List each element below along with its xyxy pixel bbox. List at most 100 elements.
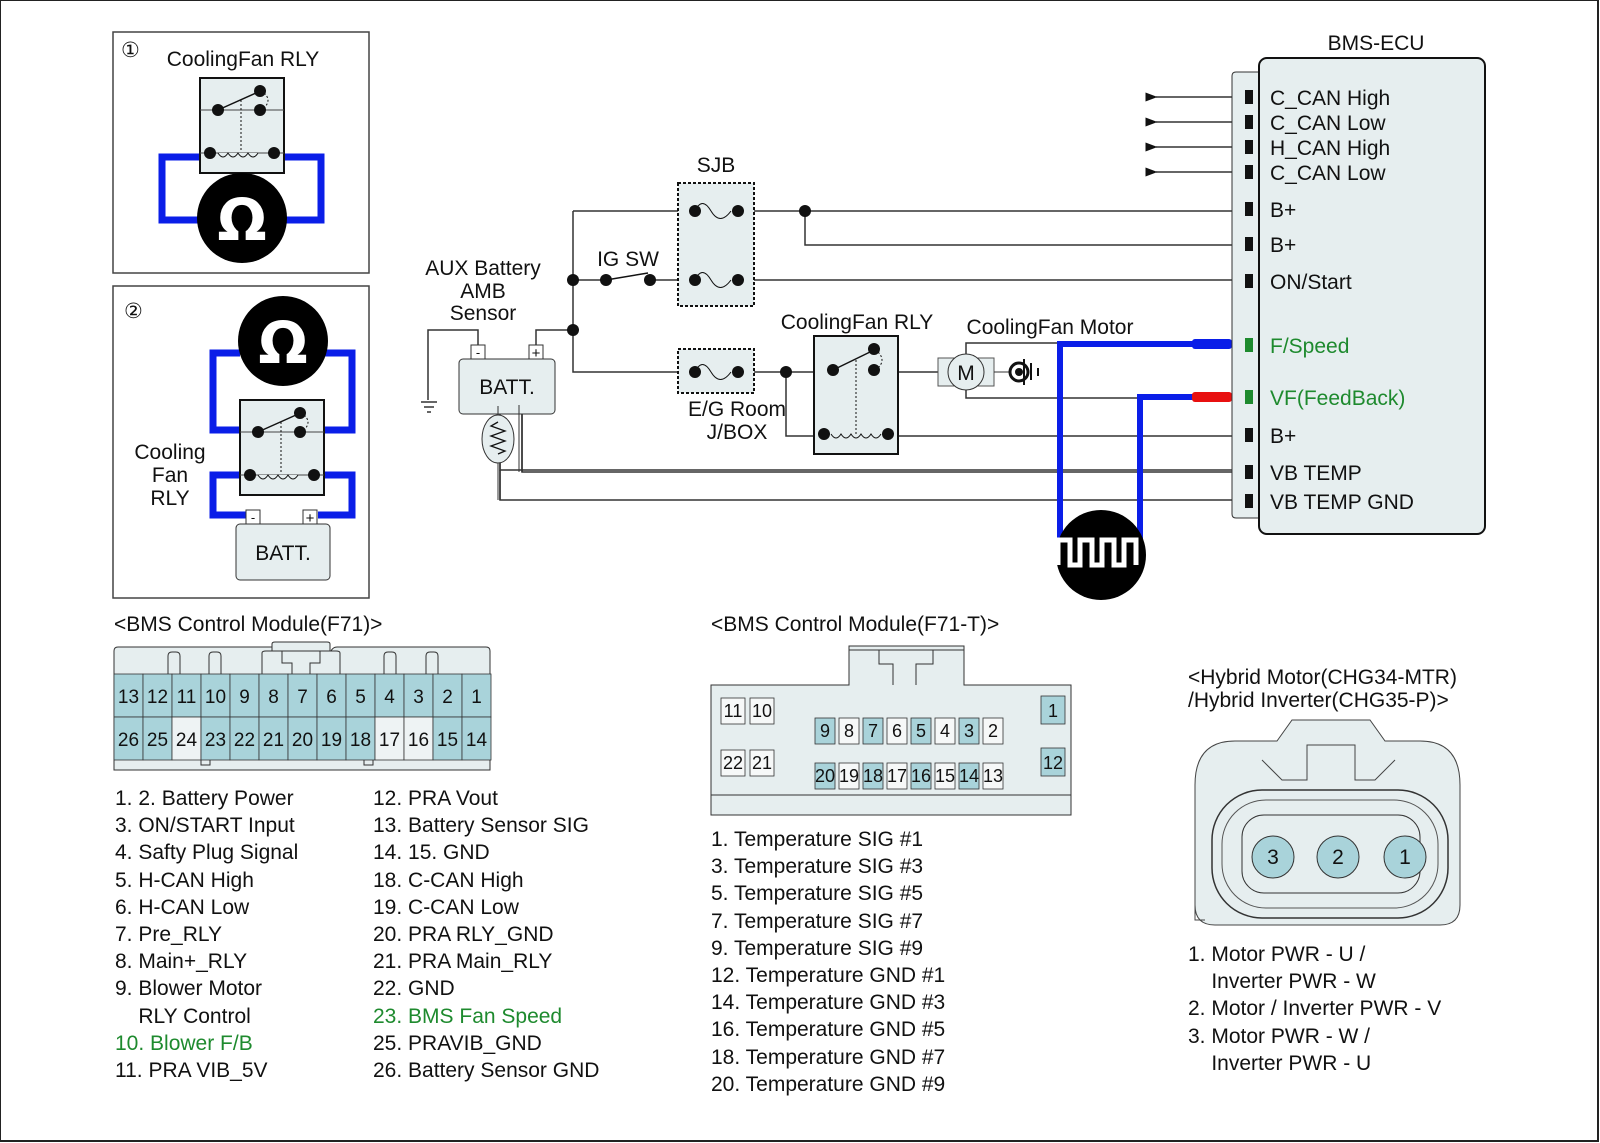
ecu-pin-label: VB TEMP [1270,462,1362,485]
f71-pin-cell [461,716,492,761]
f71t-pin-cell [934,762,956,790]
relay-label-line3: RLY [150,487,189,510]
f71-pin-cell [200,673,231,718]
f71t-pin-number: 5 [916,721,926,741]
ecu-pin-label: B+ [1270,234,1296,257]
f71-pin-number: 26 [118,730,139,751]
battery-lead-wires [209,471,356,519]
aux-label-1: AUX Battery [425,257,541,280]
ecu-pin-terminal [1245,428,1253,442]
f71-pin-number: 12 [147,687,168,708]
f71t-pin-cell [720,697,746,725]
aux-battery-sensor: AUX Battery AMB Sensor - + BATT. [425,257,556,500]
legend-item: 18. Temperature GND #7 [711,1045,946,1069]
motor-symbol: M [957,362,975,385]
f71-pin-number: 18 [350,730,371,751]
f71-pin-number: 19 [321,730,342,751]
f71-pin-number: 23 [205,730,226,751]
f71-pin-number: 14 [466,730,488,751]
legend-item: 12. PRA Vout [373,787,498,810]
motor-label: CoolingFan Motor [967,316,1134,339]
f71t-pin-number: 14 [959,766,979,786]
hybrid-pin [1251,835,1295,879]
step-number-2: ② [124,300,143,323]
ecu-pin-terminal [1245,494,1253,508]
svg-text:-: - [251,510,255,525]
legend-item: 20. Temperature GND #9 [711,1072,946,1096]
ecu-pin-terminal [1245,165,1253,179]
f71t-pin-cell [934,717,956,745]
f71t-pin-number: 6 [892,721,902,741]
cooling-fan-relay: CoolingFan RLY [781,311,933,455]
ecu-pin-terminal [1245,202,1253,216]
f71t-pin-cell [814,717,836,745]
ecu-pin-label: C_CAN Low [1270,112,1386,135]
legend-item: 26. Battery Sensor GND [373,1058,600,1082]
panel-1-title: CoolingFan RLY [167,48,320,71]
f71-pin-number: 24 [176,730,198,751]
hybrid-pin-number: 2 [1332,846,1344,869]
f71-pin-cell [142,673,173,718]
legend-item: 7. Pre_RLY [115,922,222,946]
ig-sw-label: IG SW [597,248,659,271]
ecu-pin-terminal [1245,274,1253,288]
eg-room-label-1: E/G Room [688,398,786,421]
ecu-pin-label: C_CAN High [1270,87,1390,110]
f71t-pin-number: 7 [868,721,878,741]
ohm-meter-icon-2: Ω [238,296,328,386]
f71t-pin-cell [838,762,860,790]
f71t-pin-number: 8 [844,721,854,741]
legend-item: 3. Motor PWR - W / [1188,1024,1371,1048]
f71t-pin-number: 20 [815,766,835,786]
ecu-pin-label: H_CAN High [1270,137,1390,160]
hybrid-pin [1316,835,1360,879]
legend-item: 2. Motor / Inverter PWR - V [1188,997,1442,1021]
f-speed-probe-clip [1192,339,1232,349]
f71t-pin-number: 9 [820,721,830,741]
f71t-pin-number: 18 [863,766,883,786]
sjb-fuse-box: SJB [677,154,755,307]
f71t-pin-cell [982,717,1004,745]
hybrid-connector: <Hybrid Motor(CHG34-MTR) /Hybrid Inverte… [1188,666,1461,926]
legend-item: 5. Temperature SIG #5 [711,882,924,906]
f71-pin-number: 9 [239,687,250,708]
f71-pin-number: 3 [413,687,424,708]
ignition-switch[interactable]: IG SW [597,248,659,286]
f71-pin-cell [345,673,376,718]
ecu-pin-label: C_CAN Low [1270,162,1386,185]
f71-pin-cell [200,716,231,761]
f71-pin-number: 1 [471,687,482,708]
f71-pin-cell [316,673,347,718]
f71t-pin-number: 4 [940,721,950,741]
relay-symbol-2 [239,399,325,496]
f71t-pin-cell [910,762,932,790]
legend-item: 4. Safty Plug Signal [115,841,299,865]
f71t-pin-number: 15 [935,766,955,786]
ecu-pin-terminal [1245,390,1253,404]
battery-label-2: BATT. [255,542,311,565]
f71t-pin-cell [1040,747,1066,777]
legend-item: 8. Main+_RLY [115,950,248,974]
panel-1-relay-test: ① CoolingFan RLY Ω [112,31,370,274]
f71t-pin-cell [814,762,836,790]
f71t-pin-number: 11 [724,701,743,721]
legend-item: 19. C-CAN Low [373,895,519,919]
legend-item: 25. PRAVIB_GND [373,1031,542,1055]
ecu-pin-label: ON/Start [1270,271,1352,294]
hybrid-title-2: /Hybrid Inverter(CHG35-P)> [1188,689,1449,712]
f71t-pin-number: 12 [1043,753,1063,773]
cooling-fan-motor: CoolingFan Motor M [937,316,1134,391]
ohm-meter-icon: Ω [197,173,287,263]
legend-item: 5. H-CAN High [115,868,254,892]
hybrid-pin [1383,835,1427,879]
aux-battery-label: BATT. [479,376,535,399]
eg-room-label-2: J/BOX [707,421,768,444]
eg-room-junction-box: E/G Room J/BOX [677,348,786,444]
ecu-title: BMS-ECU [1328,32,1425,55]
feedback-probe-clip [1192,392,1232,402]
f71-pin-number: 15 [437,730,458,751]
